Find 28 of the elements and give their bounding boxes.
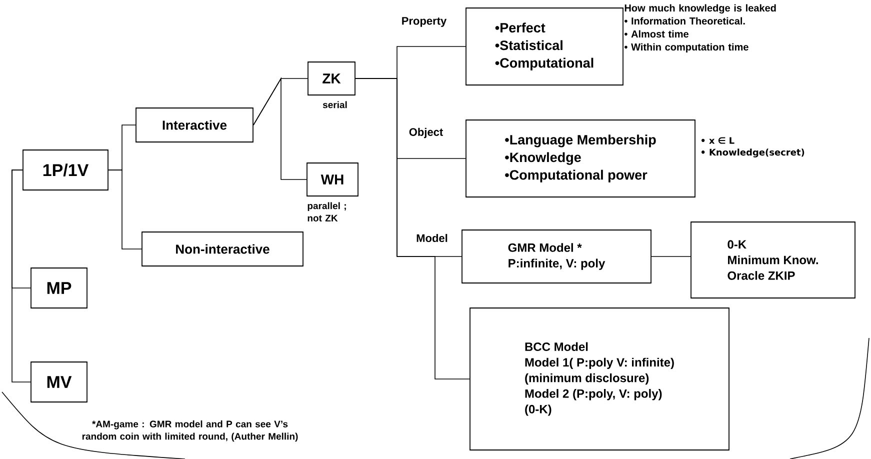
node-label: • Almost time <box>624 30 688 38</box>
process-box: 1P/1V <box>22 150 108 190</box>
process-box: ZK <box>308 62 356 96</box>
note-text: parallel ; not ZK <box>308 202 346 222</box>
connector-line <box>253 77 307 180</box>
node-label: • Information Theoretical. <box>624 17 745 25</box>
connector-line <box>108 170 142 250</box>
process-box: GMR Model * P:infinite, V: poly <box>462 230 652 284</box>
connector-line <box>651 256 691 257</box>
process-box: BCC Model Model 1( P:poly V: infinite) (minimum disclosure) Model 2 (P:poly, V: poly) (0-K) <box>470 308 730 450</box>
edge-label: Object <box>408 126 444 140</box>
footnote-text: *AM-game : GMR model and P can see V’s random coin with limited round, (Auther Mellin) <box>82 420 298 442</box>
node-label: • Within computation time <box>624 43 748 53</box>
note-text: How much knowledge is leaked • Information Theoretical. • Almost time • Within computation time <box>624 4 776 53</box>
connector-line <box>12 170 31 382</box>
edge-label: Model <box>415 232 449 244</box>
process-box: MP <box>30 268 88 308</box>
process-box: WH <box>306 162 358 196</box>
process-box: •Language Membership •Knowledge •Computational power <box>466 120 696 198</box>
note-text: serial <box>322 101 347 108</box>
process-box: •Perfect •Statistical •Computational <box>466 8 624 86</box>
process-box: 0-K Minimum Know. Oracle ZKIP <box>690 222 856 298</box>
process-box: Non-interactive <box>142 232 304 266</box>
edge-label: Property <box>400 16 448 28</box>
process-box: MV <box>30 362 88 402</box>
node-label: How much knowledge is leaked <box>624 4 776 14</box>
process-box: Interactive <box>136 108 254 142</box>
note-text: • x ∈ L • Knowledge(secret) <box>702 137 804 158</box>
